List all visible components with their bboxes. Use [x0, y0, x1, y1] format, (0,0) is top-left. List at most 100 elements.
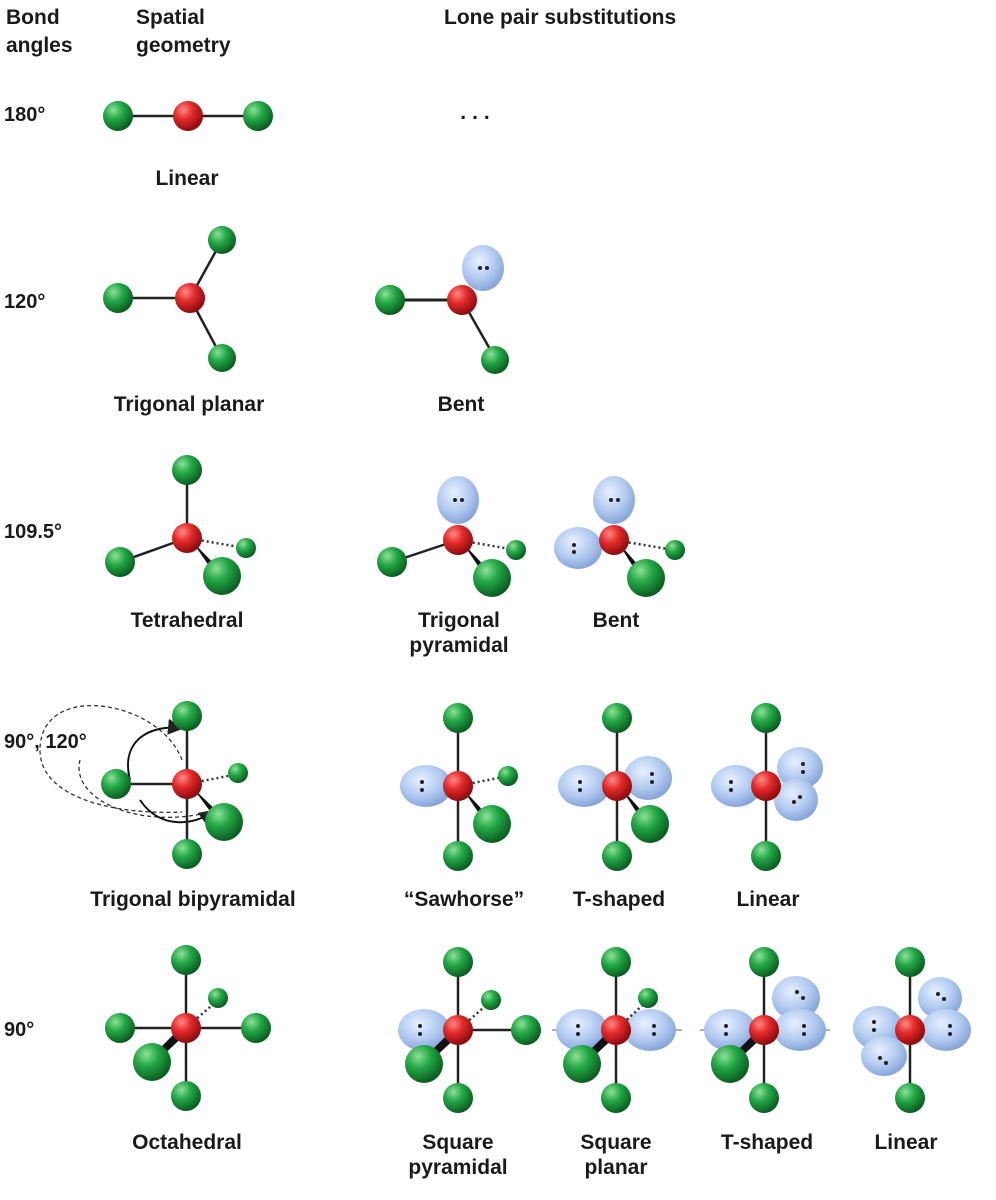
ligand-atom — [895, 1083, 925, 1113]
ligand-atom — [133, 1043, 171, 1081]
ligand-atom — [601, 947, 631, 977]
angle-label-trigonal: 120° — [4, 291, 46, 313]
ligand-atom — [172, 701, 202, 731]
ligand-atom — [105, 547, 135, 577]
lone-pair-lobe — [556, 1009, 608, 1051]
ligand-atom — [665, 540, 685, 560]
central-atom — [749, 1015, 779, 1045]
lone-pair-lobe — [774, 1009, 826, 1051]
ligand-atom — [638, 988, 658, 1008]
ligand-atom — [203, 557, 241, 595]
central-atom — [172, 769, 202, 799]
ligand-atom — [602, 841, 632, 871]
label-t-shaped-tbp: T-shaped — [572, 888, 666, 911]
ligand-atom — [511, 1015, 541, 1045]
lone-pair-lobe — [772, 976, 820, 1020]
angle-label-trigonal-bipyramidal: 90°, 120° — [4, 731, 87, 753]
label-linear-tbp: Linear — [736, 888, 800, 911]
ligand-atom — [711, 1045, 749, 1083]
ligand-atom — [171, 945, 201, 975]
ligand-atom — [172, 455, 202, 485]
ligand-atom — [228, 763, 248, 783]
ligand-atom — [171, 1081, 201, 1111]
ligand-atom — [443, 1083, 473, 1113]
ligand-atom — [751, 703, 781, 733]
label-square-pyramidal: Square pyramidal — [408, 1131, 508, 1179]
central-atom — [443, 771, 473, 801]
ligand-atom — [243, 101, 273, 131]
central-atom — [751, 771, 781, 801]
ligand-atom — [103, 283, 133, 313]
ligand-atom — [627, 559, 665, 597]
ligand-atom — [631, 805, 669, 843]
label-trigonal-bipyramidal: Trigonal bipyramidal — [90, 888, 296, 911]
molecule-linear-tbp — [711, 703, 823, 871]
label-no-substitution: ... — [460, 101, 496, 124]
molecule-trigonal-planar — [103, 226, 236, 372]
lone-pair-lobe — [921, 1009, 971, 1051]
label-trigonal-planar: Trigonal planar — [113, 393, 265, 416]
central-atom — [895, 1015, 925, 1045]
ligand-atom — [377, 547, 407, 577]
central-atom — [443, 1015, 473, 1045]
ligand-atom — [241, 1013, 271, 1043]
lone-pair-lobe — [593, 476, 635, 524]
ligand-atom — [895, 947, 925, 977]
central-atom — [173, 101, 203, 131]
lone-pair-lobe — [861, 1036, 907, 1076]
molecule-t-shaped-tbp — [558, 703, 672, 871]
central-atom — [175, 283, 205, 313]
ligand-atom — [481, 346, 509, 374]
molecule-linear — [103, 101, 273, 131]
label-square-planar: Square planar — [580, 1131, 652, 1179]
ligand-atom — [103, 101, 133, 131]
label-linear: Linear — [155, 167, 219, 190]
central-atom — [172, 523, 202, 553]
molecule-square-pyramidal — [398, 947, 541, 1113]
label-octahedral: Octahedral — [132, 1131, 242, 1154]
label-bent-trigonal: Bent — [437, 393, 485, 416]
angle-arc-outer — [39, 704, 183, 814]
header-bond-angles: Bond angles — [6, 6, 73, 57]
ligand-atom — [751, 841, 781, 871]
angle-label-linear: 180° — [4, 104, 46, 126]
central-atom — [171, 1013, 201, 1043]
molecule-square-planar — [552, 947, 682, 1113]
molecule-t-shaped-oct — [700, 947, 830, 1113]
ligand-atom — [749, 1083, 779, 1113]
ligand-atom — [101, 769, 131, 799]
lone-pair-lobe — [462, 245, 504, 291]
lone-pair-lobe — [558, 765, 610, 807]
label-bent-tetrahedral: Bent — [592, 609, 640, 632]
header-spatial-geometry: Spatial geometry — [136, 6, 231, 57]
ligand-atom — [749, 947, 779, 977]
central-atom — [601, 1015, 631, 1045]
molecule-sawhorse — [400, 703, 518, 871]
ligand-atom — [105, 1013, 135, 1043]
molecule-bent-trigonal — [375, 245, 509, 374]
ligand-atom — [405, 1045, 443, 1083]
ligand-atom — [208, 226, 236, 254]
ligand-atom — [473, 805, 511, 843]
ligand-atom — [208, 344, 236, 372]
lone-pair-lobe — [704, 1009, 756, 1051]
ligand-atom — [443, 703, 473, 733]
ligand-atom — [172, 839, 202, 869]
lone-pair-lobe — [624, 1009, 676, 1051]
ligand-atom — [601, 1083, 631, 1113]
central-atom — [447, 285, 477, 315]
central-atom — [443, 525, 473, 555]
lone-pair-lobe — [400, 765, 452, 807]
lone-pair-lobe — [437, 476, 479, 524]
molecule-trigonal-pyramidal — [377, 476, 526, 597]
angle-arc-inner — [78, 759, 211, 818]
ligand-atom — [481, 990, 501, 1010]
ligand-atom — [443, 841, 473, 871]
label-tetrahedral: Tetrahedral — [130, 609, 244, 632]
lone-pair-lobe — [774, 779, 818, 821]
lone-pair-lobe — [711, 765, 761, 807]
ligand-atom — [375, 285, 405, 315]
ligand-atom — [498, 766, 518, 786]
label-sawhorse: “Sawhorse” — [403, 888, 525, 911]
